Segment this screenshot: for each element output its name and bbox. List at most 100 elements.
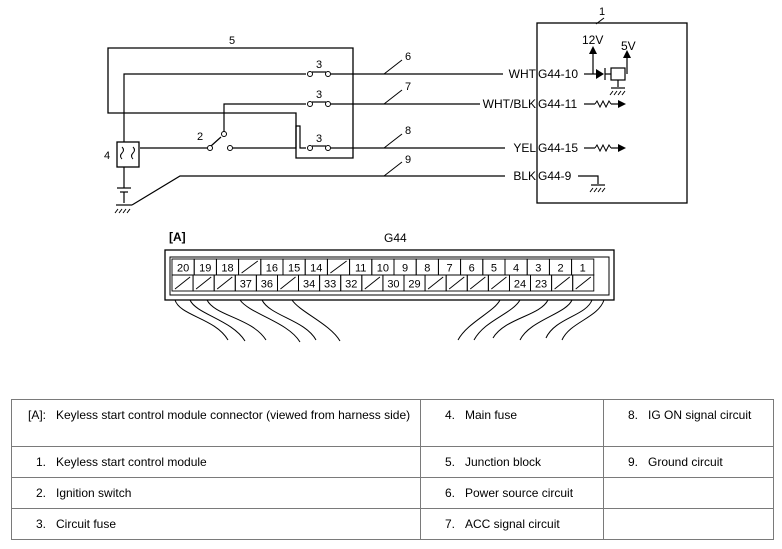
main-fuse-element [120,146,135,160]
diode-symbol [596,69,604,79]
legend-key: 5. [444,455,455,469]
empty-pin-slash [330,260,347,274]
module-number: 1 [599,6,605,18]
connector-pin-label: 9 [402,263,408,275]
legend-row: [A]:Keyless start control module connect… [11,399,774,447]
connector-pin-label: 20 [177,263,189,275]
wiring-diagram: 1 5 3 3 3 2 4 6 7 8 9 WHT G44-10 [104,6,688,343]
fuse-number-1: 3 [316,59,322,71]
legend-cell: 1.Keyless start control module [11,446,421,478]
fuse-terminal [307,101,313,107]
fuse-terminal [307,71,313,77]
connector-pin-label: 14 [310,263,322,275]
harness-wire [545,299,593,339]
ig-wire-in [233,125,306,149]
empty-pin-slash [448,276,465,290]
connector-pin-label: 15 [288,263,300,275]
legend-text: Main fuse [465,408,518,422]
empty-pin-slash [364,276,381,290]
legend-cell [603,477,774,509]
fuse-number-2: 3 [316,89,322,101]
wire-color-yel: YEL [513,141,536,155]
wire-leader-9 [383,161,403,177]
wire-number-9: 9 [405,154,411,166]
legend-cell: 7. ACC signal circuit [420,508,604,540]
module-leader-line [595,17,605,25]
connector-pin-label: 11 [355,263,366,275]
switch-contact [207,145,213,151]
terminal-g44-11: G44-11 [538,97,577,111]
empty-pin-slash [491,276,507,290]
control-module-box [536,22,688,204]
legend-text: ACC signal circuit [465,517,560,531]
ground-hatch [589,187,606,193]
fuse-terminal [325,145,331,151]
connector-pin-label: 16 [266,263,278,275]
terminal-g44-15: G44-15 [538,141,578,155]
terminal-g44-10: G44-10 [538,67,578,81]
legend-key: [A]: [27,408,46,422]
connector-pin-label: 5 [491,263,497,275]
connector-pin-label: 30 [387,279,399,291]
junction-block-box [107,47,354,159]
power-source-wire [123,73,306,142]
harness-wire [492,299,549,339]
empty-pin-slash [195,276,212,290]
legend-cell: 5. Junction block [420,446,604,478]
connector-pin-label: 4 [513,263,519,275]
harness-wire [261,299,317,341]
legend-text: Ignition switch [56,486,132,500]
wire-color-wht-blk: WHT/BLK [483,97,536,111]
fuse-number-3: 3 [316,133,322,145]
wire-number-7: 7 [405,81,411,93]
main-fuse-box [116,141,140,168]
connector-pin-label: 6 [469,263,475,275]
harness-wire [174,299,229,341]
connector-pin-label: 34 [303,279,315,291]
harness-wire [457,299,501,341]
empty-pin-slash [469,276,486,290]
wire-leader-8 [383,133,403,149]
wire-color-blk: BLK [513,169,536,183]
connector-pin-label: 36 [261,279,273,291]
legend-cell: 6.Power source circuit [420,477,604,509]
voltage-12v: 12V [582,33,603,47]
wire-number-8: 8 [405,125,411,137]
legend-cell [603,508,774,540]
legend-key: 1. [35,455,46,469]
empty-pin-slash [216,276,233,290]
legend-text: Ground circuit [648,455,723,469]
legend-cell: 3.Circuit fuse [11,508,421,540]
legend-cell: 4. Main fuse [420,399,604,447]
legend-text: Junction block [465,455,542,469]
legend-text: IG ON signal circuit [648,408,752,422]
connector-pin-label: 24 [514,279,526,291]
ignition-switch-number: 2 [197,131,203,143]
junction-number: 5 [229,35,235,47]
legend-key: 9. [627,455,638,469]
empty-pin-slash [280,276,296,290]
legend-row: 3.Circuit fuse 7. ACC signal circuit [11,508,774,540]
connector-pin-label: 37 [240,279,252,291]
ground-wire [131,175,505,206]
harness-wire [189,299,246,342]
empty-pin-slash [174,276,191,290]
wire-number-6: 6 [405,51,411,63]
connector-pin-label: 32 [345,279,357,291]
arrow-up-5v [623,50,631,58]
harness-wire [291,299,341,342]
connector-pin-label: 18 [221,263,233,275]
ground-hatch [114,208,131,214]
connector-pin-cell [572,274,595,292]
connector-pin-label: 1 [580,263,586,275]
legend-key: 7. [444,517,455,531]
transistor-box [610,67,626,81]
harness-wire [473,299,521,341]
ground-hatch [609,90,626,96]
legend-key: 4. [444,408,455,422]
connector-pin-label: 3 [535,263,541,275]
legend-cell: 9. Ground circuit [603,446,774,478]
harness-wire [561,299,605,341]
